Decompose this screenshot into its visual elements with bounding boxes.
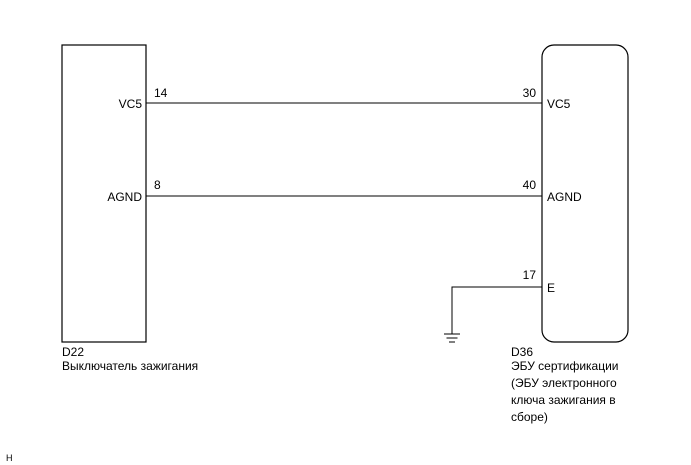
d36-pin-vc5-number: 30 xyxy=(523,86,537,100)
d36-pin-e-label: E xyxy=(547,281,555,295)
d36-pin-e-number: 17 xyxy=(523,268,537,282)
d22-pin-vc5-number: 14 xyxy=(154,86,168,100)
d22-pin-vc5-label: VC5 xyxy=(119,97,143,111)
d22-ref: D22 xyxy=(62,345,84,359)
d36-pin-vc5-label: VC5 xyxy=(547,97,571,111)
ground-icon xyxy=(444,333,460,343)
d36-ref: D36 xyxy=(511,345,533,359)
d22-pin-agnd-label: AGND xyxy=(107,190,142,204)
d36-pin-agnd-number: 40 xyxy=(523,178,537,192)
d36-name-line-3: ключа зажигания в xyxy=(511,393,616,407)
footer-mark: H xyxy=(6,453,13,463)
wire-e-ground xyxy=(451,286,542,334)
d36-component-body xyxy=(541,44,629,343)
d36-name-line-2: (ЭБУ электронного xyxy=(511,376,617,390)
d36-name-line-1: ЭБУ сертификации xyxy=(511,359,619,373)
d36-name-line-4: сборе) xyxy=(511,410,548,424)
d22-name: Выключатель зажигания xyxy=(62,359,198,373)
d36-pin-agnd-label: AGND xyxy=(547,190,582,204)
d22-component-body xyxy=(61,44,147,343)
d22-pin-agnd-number: 8 xyxy=(154,178,161,192)
